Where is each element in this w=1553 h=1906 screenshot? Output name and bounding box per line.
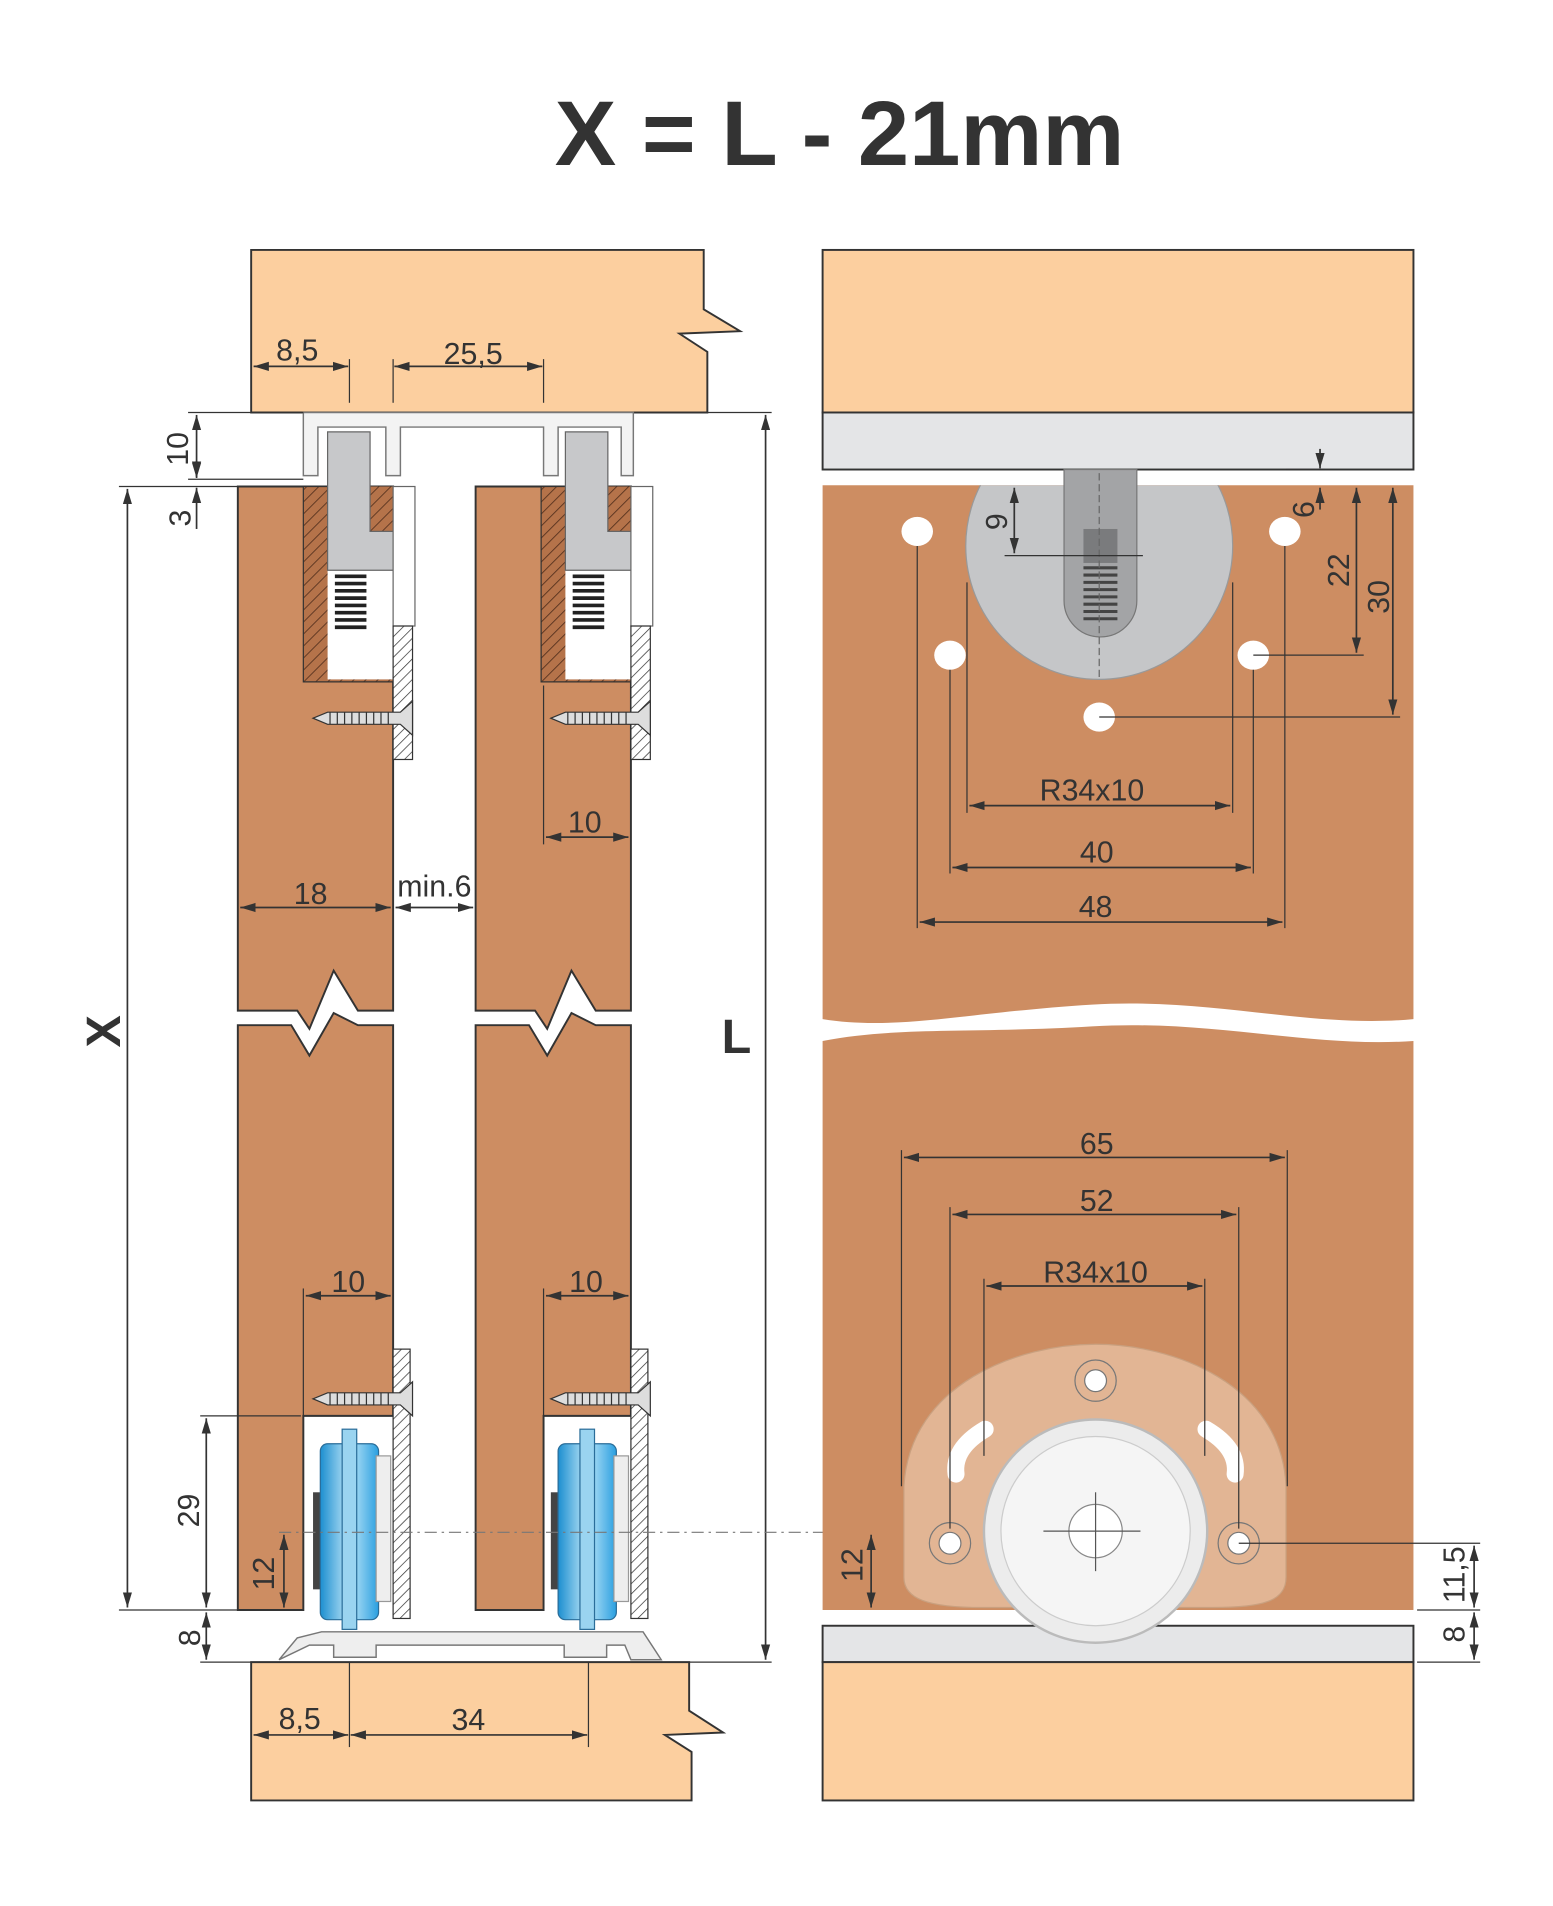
screw-icon [311, 1380, 414, 1418]
dim-hole-offset-top: 6 [1288, 501, 1321, 518]
bottom-board-front [821, 1661, 1415, 1802]
bottom-track-profile [278, 1631, 663, 1661]
dim-bottom-gap-front: 8 [1438, 1626, 1471, 1643]
door-face-top [822, 485, 1414, 1024]
bottom-board [250, 1661, 727, 1802]
dim-opening-height-L: L [722, 1010, 752, 1064]
top-guide-hardware-1 [302, 431, 416, 761]
dim-bottom-spacing: 34 [451, 1704, 485, 1737]
dim-roller-cutout: 29 [173, 1494, 206, 1528]
dim-bottom-screw-left: 10 [331, 1266, 365, 1299]
top-board-front [821, 248, 1415, 414]
dim-top-screw-offset: 10 [568, 806, 602, 839]
top-guide-hardware-2 [540, 431, 654, 761]
side-dimension-labels: 8,5 25,5 10 3 X L 18 min.6 10 10 10 29 1… [77, 334, 751, 1737]
dim-bottom-gap: 8 [174, 1629, 207, 1646]
screw-icon [549, 1380, 651, 1418]
dim-bottom-offset: 8,5 [279, 1703, 321, 1736]
screw-icon [549, 699, 651, 737]
dim-top-spacing-inner: 40 [1080, 837, 1114, 870]
bottom-roller-plate [903, 1343, 1287, 1644]
screw-icon [311, 699, 414, 737]
top-rail-front [821, 411, 1415, 471]
side-view: 8,5 25,5 10 3 X L 18 min.6 10 10 10 29 1… [77, 248, 1141, 1802]
dim-door-gap: min.6 [397, 871, 471, 904]
front-view: 9 6 22 30 R34x10 40 48 65 52 R34x10 12 1… [821, 248, 1481, 1802]
top-board [250, 248, 744, 414]
dim-roller-axis: 12 [248, 1557, 281, 1591]
top-track-profile [302, 411, 635, 477]
front-dimension-labels: 9 6 22 30 R34x10 40 48 65 52 R34x10 12 1… [837, 501, 1472, 1643]
dim-bottom-screw-right: 10 [569, 1266, 603, 1299]
dim-door-height-X: X [77, 1015, 131, 1047]
bottom-roller-1 [311, 1348, 414, 1630]
dim-guide-depth: 9 [981, 513, 1014, 530]
front-dimensions [866, 448, 1481, 1663]
dim-bottom-radius: R34x10 [1043, 1256, 1148, 1289]
dim-bottom-spacing-outer: 65 [1080, 1128, 1114, 1161]
dim-top-offset: 8,5 [276, 334, 318, 367]
dim-roller-hole-height: 11,5 [1438, 1546, 1471, 1603]
bottom-roller-2 [549, 1348, 651, 1630]
dim-roller-axis-front: 12 [837, 1548, 870, 1582]
side-dimensions [118, 359, 1141, 1748]
dim-top-gap: 3 [165, 510, 198, 527]
dim-top-spacing-outer: 48 [1079, 891, 1113, 924]
formula-title: X = L - 21mm [555, 82, 1125, 185]
dim-hole-offset-mid: 22 [1323, 553, 1356, 587]
dim-hole-offset-low: 30 [1363, 580, 1396, 614]
dim-track-height: 10 [162, 432, 195, 466]
dim-bottom-spacing-inner: 52 [1080, 1185, 1114, 1218]
dim-door-thickness: 18 [294, 878, 328, 911]
dim-top-spacing: 25,5 [444, 338, 503, 371]
dim-top-radius: R34x10 [1040, 775, 1145, 808]
